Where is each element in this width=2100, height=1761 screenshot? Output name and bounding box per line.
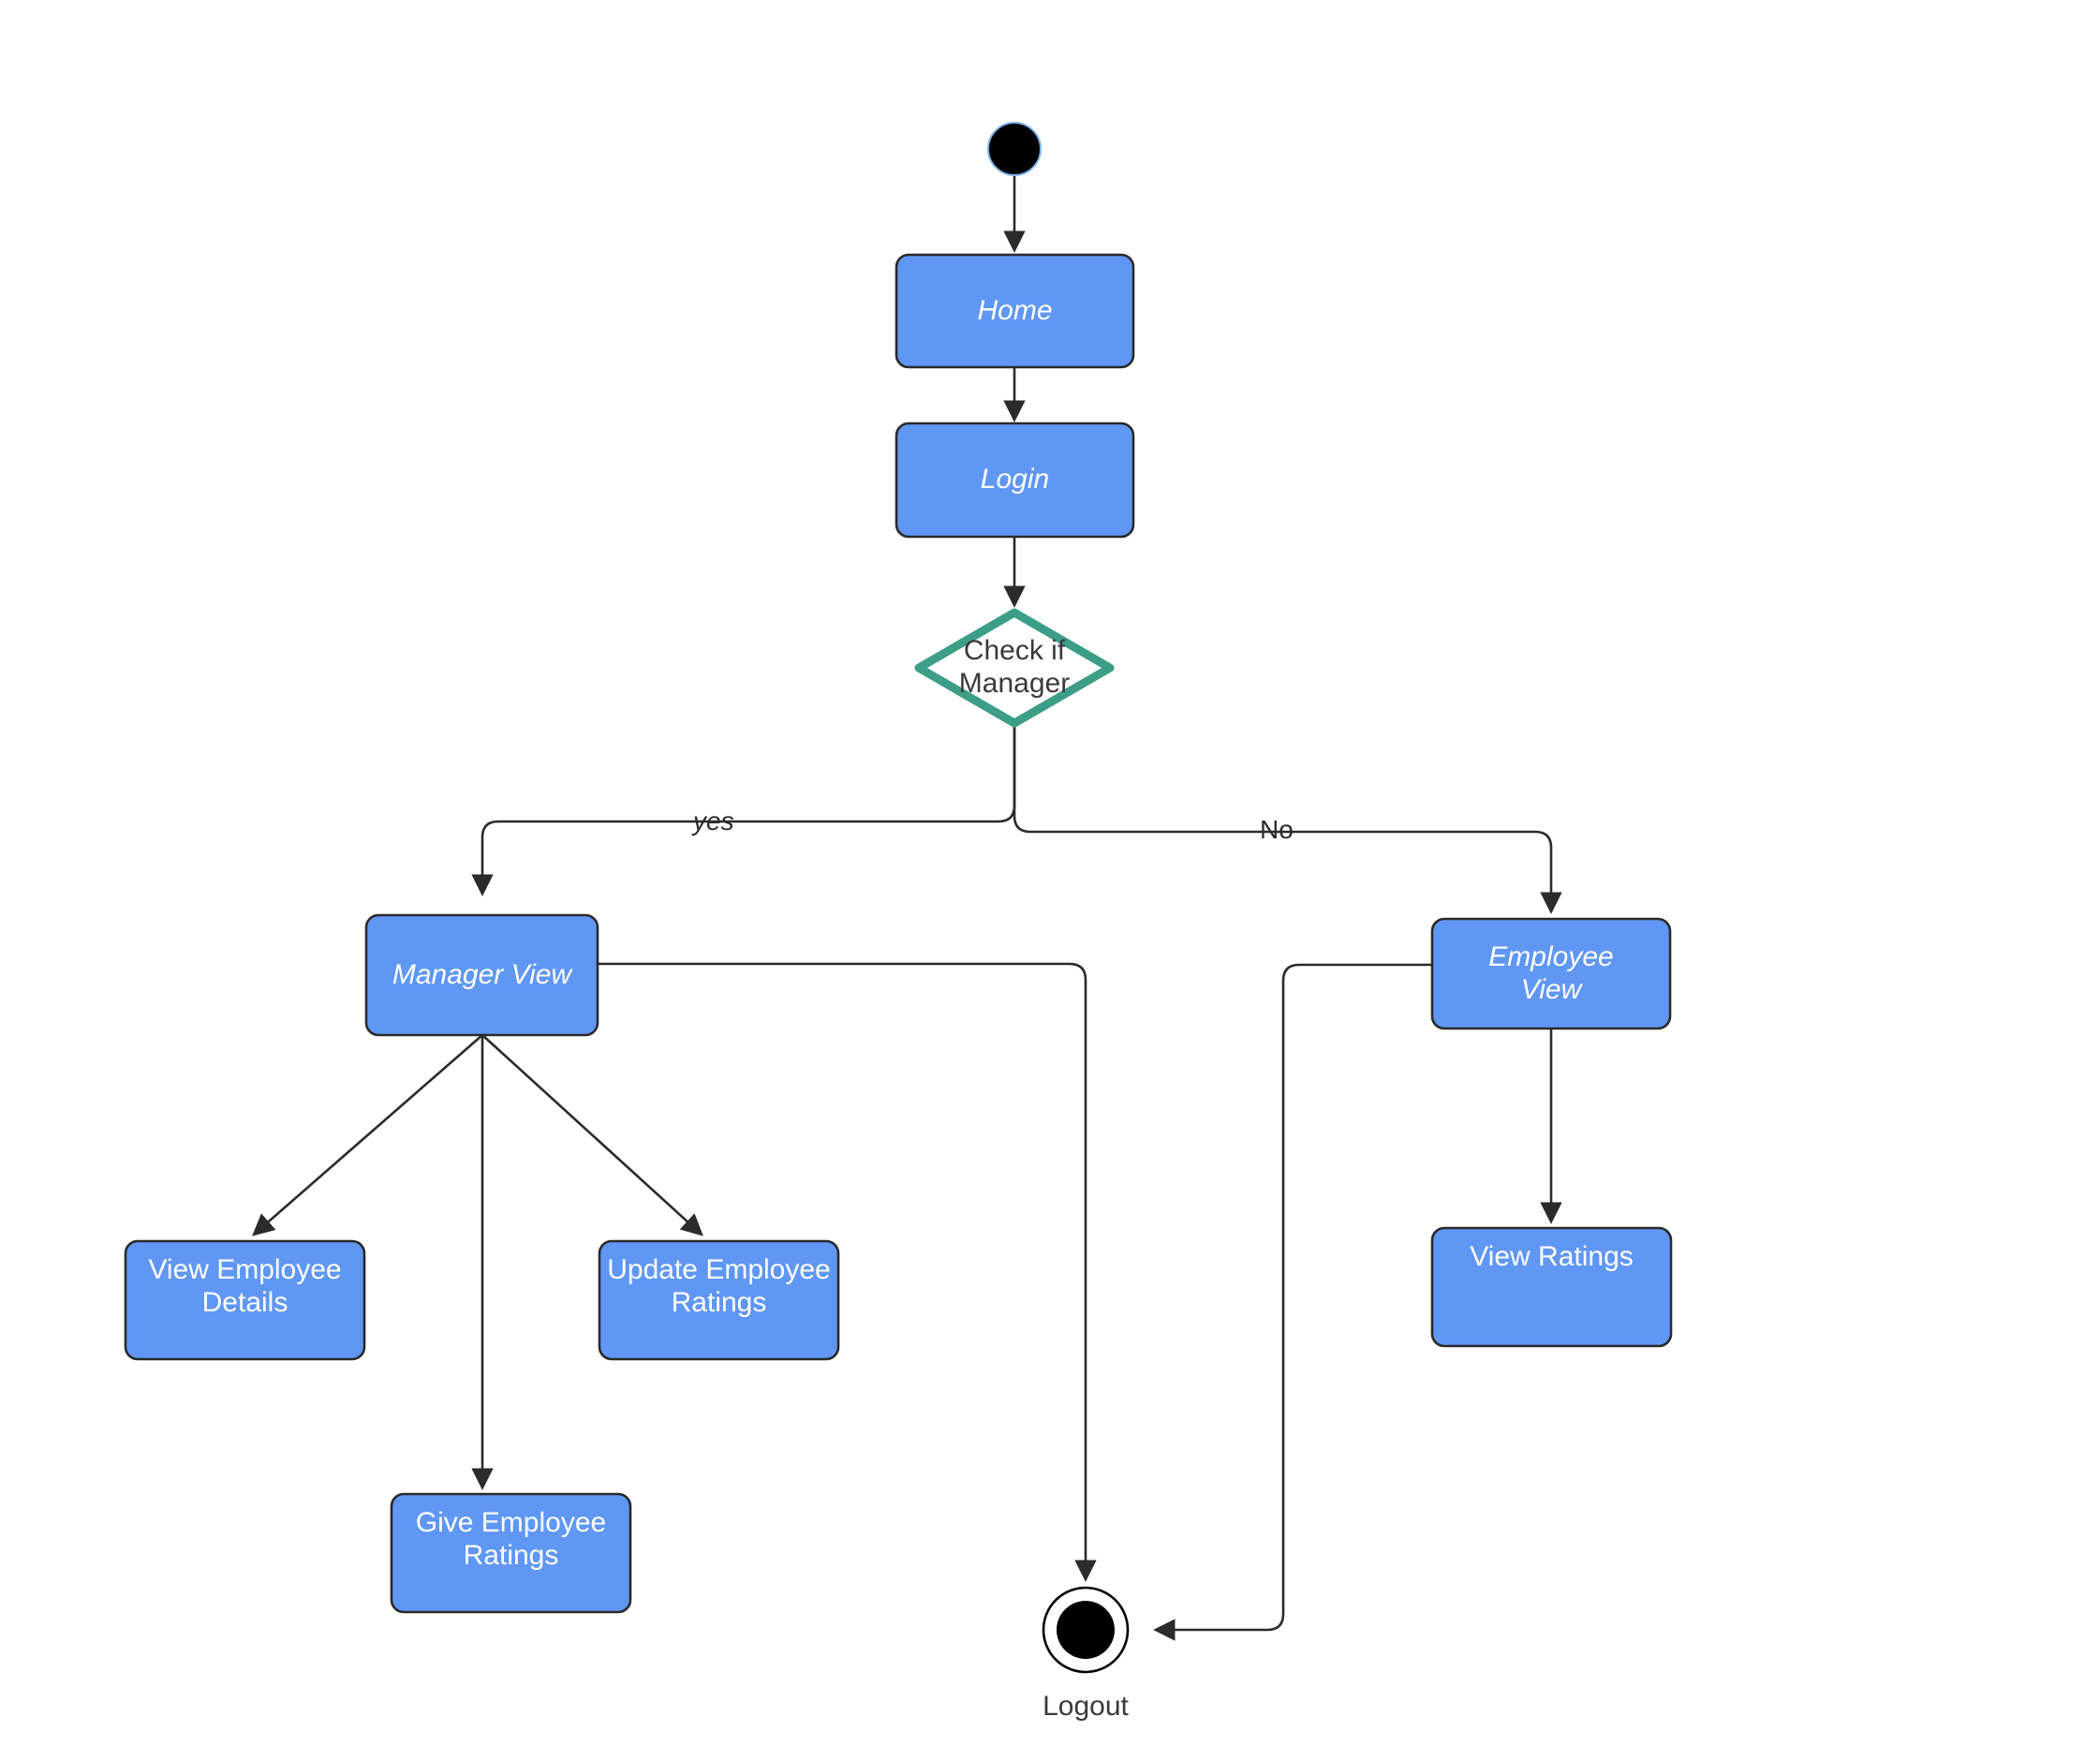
node-decision-check-if-manager[interactable] <box>914 608 1115 728</box>
end-node <box>1042 1586 1130 1674</box>
node-update-employee-ratings[interactable] <box>598 1239 840 1361</box>
node-view-employee-details[interactable] <box>124 1239 366 1361</box>
node-give-employee-ratings[interactable] <box>390 1492 632 1614</box>
edge-manager-view-to-logout <box>598 962 1097 1582</box>
node-home[interactable] <box>895 253 1135 369</box>
edge-manager-view-to-update-employee-ratings <box>481 1034 703 1236</box>
edge-employee-view-to-logout <box>1153 963 1432 1641</box>
edge-manager-view-to-view-employee-details <box>252 1034 483 1236</box>
node-view-ratings[interactable] <box>1430 1226 1673 1348</box>
node-manager-view[interactable] <box>364 913 599 1037</box>
node-employee-view[interactable] <box>1430 917 1672 1030</box>
edge-layer <box>252 173 1562 1641</box>
start-node <box>987 122 1042 176</box>
node-login[interactable] <box>895 422 1135 539</box>
edge-decision-to-manager-view <box>471 726 1016 896</box>
edge-decision-to-employee-view <box>1013 726 1562 914</box>
